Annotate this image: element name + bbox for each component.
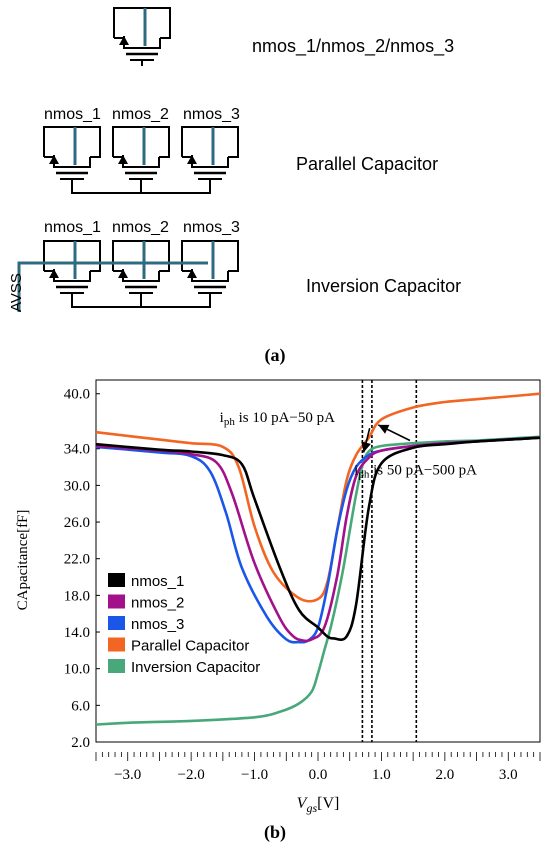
inversion-capacitor-schematic [17, 240, 239, 312]
plot-frame [95, 379, 541, 743]
inversion-nmos-2 [112, 240, 170, 299]
parallel-nmos-2 [112, 126, 170, 185]
legend-swatch [108, 659, 125, 673]
y-axis-label: CApacitance[fF] [15, 510, 31, 611]
parallel-nmos-3 [181, 126, 239, 185]
x-tick-label: 0.0 [309, 767, 328, 783]
panel-b-label: (b) [264, 822, 286, 843]
single-device-label: nmos_1/nmos_2/nmos_3 [252, 36, 454, 57]
y-tick-label: 10.0 [64, 662, 90, 678]
y-tick-label: 18.0 [64, 588, 90, 604]
parallel-nmos-1 [43, 126, 101, 185]
legend-entry-label: Inversion Capacitor [131, 659, 260, 676]
parallel-label-nmos-3: nmos_3 [183, 106, 240, 123]
parallel-capacitor-schematic [43, 126, 239, 194]
single-nmos-symbol [113, 7, 171, 66]
annotations: iph is 10 pA−50 pA iph is 50 pA−500 pA [220, 410, 477, 480]
x-tick-label: −1.0 [241, 767, 268, 783]
y-tick-label: 14.0 [64, 625, 90, 641]
annotation-label-1: iph is 10 pA−50 pA [220, 410, 335, 428]
parallel-capacitor-title: Parallel Capacitor [296, 154, 438, 174]
y-tick-label: 40.0 [64, 387, 90, 403]
x-axis-label: Vgs[V] [297, 795, 340, 815]
avss-label: AVSS [8, 273, 25, 312]
inversion-capacitor-title: Inversion Capacitor [306, 276, 461, 296]
panel-a-schematics: nmos_1/nmos_2/nmos_3 nmos_1 nmos_2 nmos_… [8, 7, 461, 366]
nmos-symbol-single [113, 7, 171, 66]
x-tick-label: 1.0 [372, 767, 391, 783]
legend-swatch [108, 616, 125, 630]
series-lines [95, 392, 541, 726]
y-tick-label: 30.0 [64, 478, 90, 494]
inversion-label-nmos-2: nmos_2 [112, 219, 169, 236]
y-tick-label: 6.0 [71, 698, 90, 714]
inversion-label-nmos-1: nmos_1 [44, 219, 101, 236]
annotation-arrow-1-head [361, 441, 371, 453]
annotation-label-2: iph is 50 pA−500 pA [354, 462, 477, 480]
legend-swatch [108, 637, 125, 652]
legend-swatch [108, 594, 125, 609]
legend-entry-label: nmos_2 [131, 595, 184, 612]
x-tick-label: −3.0 [114, 767, 141, 783]
x-tick-label: 3.0 [499, 767, 518, 783]
x-tick-label: 2.0 [435, 767, 454, 783]
inversion-gate-bus [71, 299, 211, 308]
series-line-nmos-1 [95, 436, 541, 641]
inversion-nmos-1 [43, 240, 101, 299]
legend-entry-label: nmos_1 [131, 573, 184, 590]
y-tick-label: 34.0 [64, 442, 90, 458]
legend-entry-label: nmos_3 [131, 616, 184, 633]
annotation-arrow-2-head [378, 424, 390, 434]
y-tick-label: 22.0 [64, 552, 90, 568]
inversion-label-nmos-3: nmos_3 [183, 219, 240, 236]
parallel-label-nmos-2: nmos_2 [112, 106, 169, 123]
parallel-gate-bus [71, 185, 211, 194]
series-line-inversion-capacitor [95, 435, 541, 726]
x-axis-ticks: −3.0 −2.0 −1.0 0.0 1.0 2.0 3.0 [95, 752, 541, 783]
inversion-nmos-3 [181, 240, 239, 299]
panel-b-chart: 2.0 6.0 10.0 14.0 18.0 22.0 26.0 30.0 34.0 40.0 −… [15, 379, 541, 843]
y-tick-label: 26.0 [64, 515, 90, 531]
parallel-label-nmos-1: nmos_1 [44, 106, 101, 123]
avss-rail [17, 261, 208, 312]
y-axis-ticks: 2.0 6.0 10.0 14.0 18.0 22.0 26.0 30.0 34.0 40.0 [64, 387, 100, 751]
panel-a-label: (a) [265, 345, 286, 366]
legend-entry-label: Parallel Capacitor [131, 638, 249, 655]
legend-swatch [108, 573, 125, 587]
y-tick-label: 2.0 [71, 735, 90, 751]
x-tick-label: −2.0 [178, 767, 205, 783]
